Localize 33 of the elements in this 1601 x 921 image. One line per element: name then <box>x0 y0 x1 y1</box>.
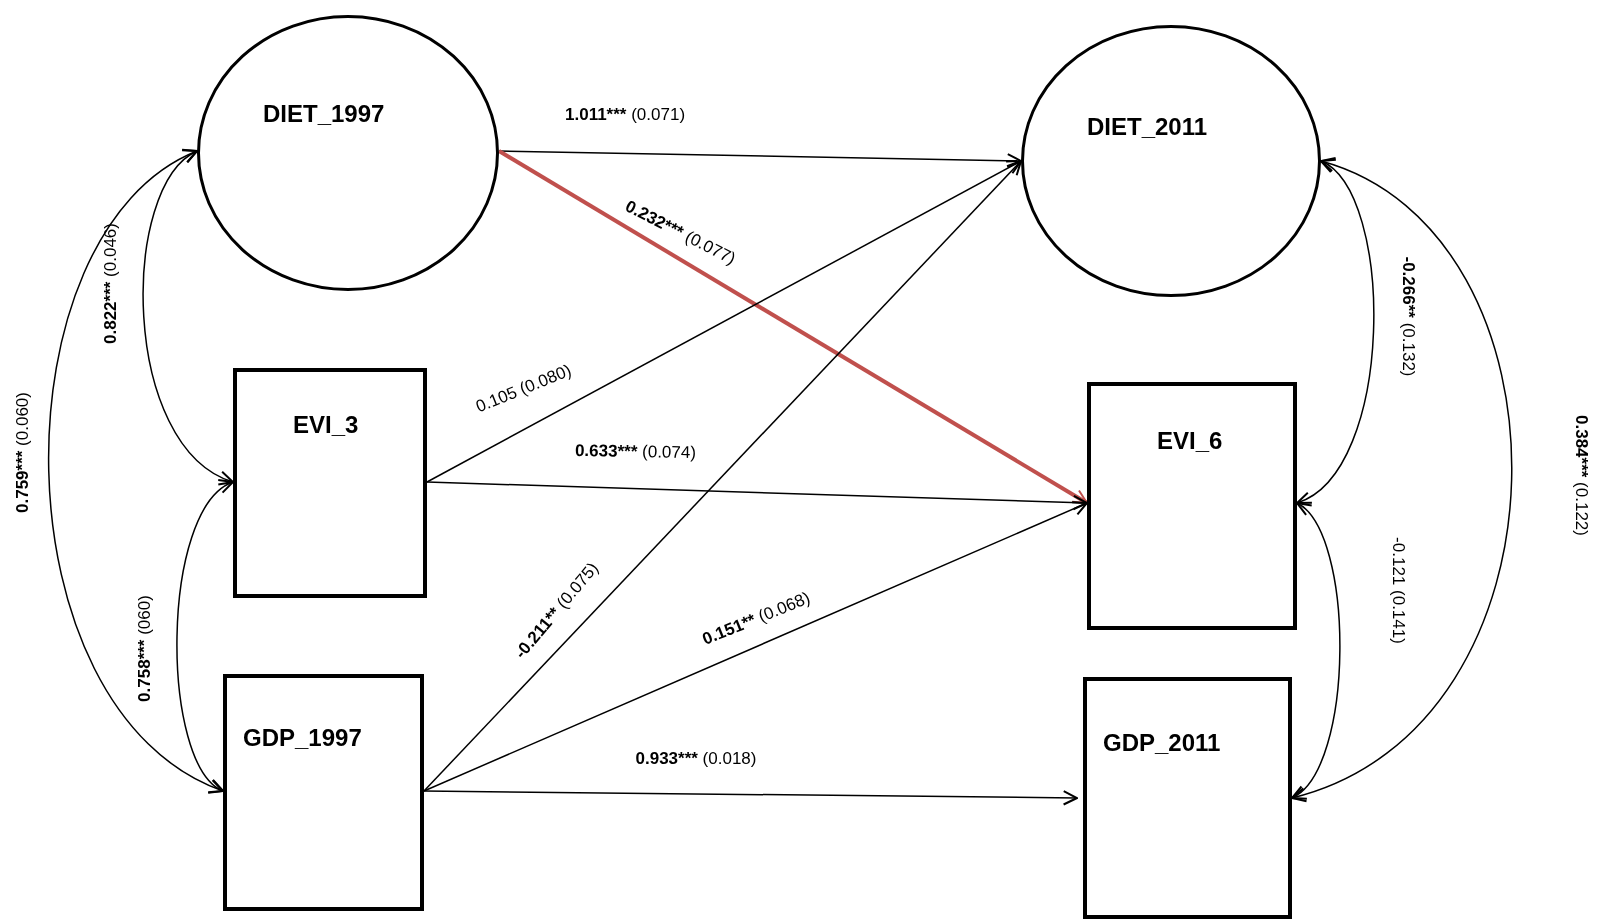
variable-name: DIET_2011 <box>1087 113 1208 141</box>
path-coefficient: 0.384*** (0.122) <box>1572 414 1590 536</box>
path-coefficient: 0.822*** (0.046) <box>101 222 119 344</box>
variable-name: GDP_1997 <box>243 724 362 752</box>
covariance-arrow <box>1291 502 1341 799</box>
observed-variable-box <box>1087 382 1297 630</box>
observed-variable-box <box>1083 677 1292 919</box>
path-coefficient: 0.633*** (0.074) <box>574 441 696 461</box>
covariance-arrow <box>142 150 234 483</box>
path-coefficient: 1.011*** (0.071) <box>565 105 686 123</box>
latent-variable-ellipse <box>197 15 499 291</box>
path-coefficient: 0.758*** (060) <box>135 594 153 702</box>
path-arrow <box>426 481 1088 511</box>
covariance-arrow <box>1296 160 1375 504</box>
observed-variable-box <box>223 674 424 911</box>
observed-variable-box <box>233 368 427 598</box>
path-coefficient: 0.933*** (0.018) <box>635 749 757 767</box>
covariance-arrow <box>176 481 234 792</box>
variable-name: EVI_6 <box>1157 427 1223 455</box>
path-arrow <box>423 501 1088 792</box>
path-coefficient: 0.759*** (0.060) <box>13 391 31 513</box>
variable-name: DIET_1997 <box>263 100 385 128</box>
path-arrow <box>497 149 1089 505</box>
covariance-arrow <box>48 150 224 792</box>
path-coefficient: -0.121 (0.141) <box>1389 536 1407 644</box>
covariance-arrow <box>1291 159 1513 801</box>
path-coefficient: -0.266** (0.132) <box>1399 256 1417 376</box>
variable-name: GDP_2011 <box>1103 729 1221 757</box>
path-arrow <box>423 160 1022 792</box>
path-arrow <box>426 160 1022 483</box>
path-arrow <box>423 790 1078 806</box>
variable-name: EVI_3 <box>293 411 359 439</box>
latent-variable-ellipse <box>1021 25 1321 297</box>
